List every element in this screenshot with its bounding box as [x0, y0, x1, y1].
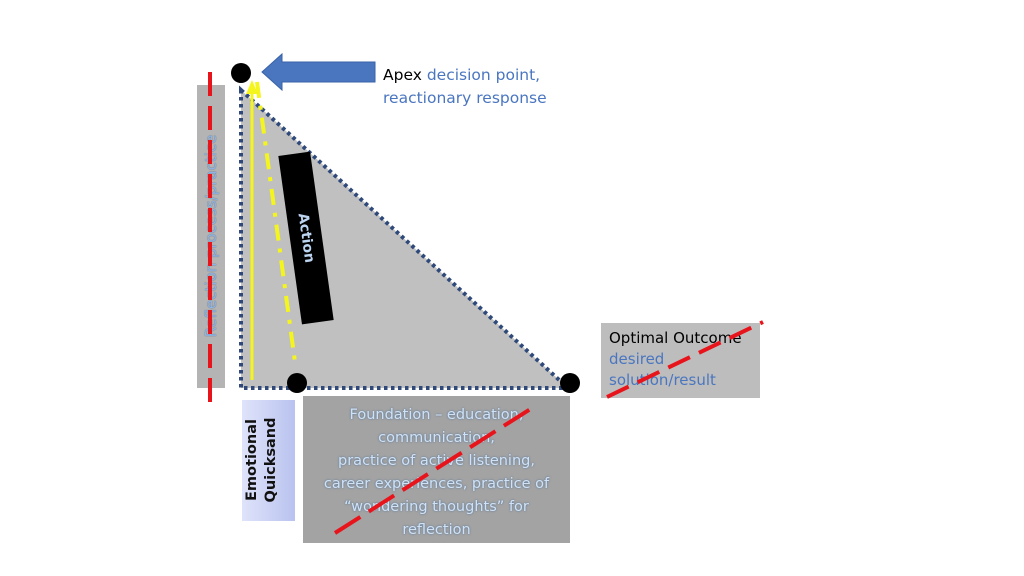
apex-description-line1: decision point,: [426, 66, 541, 84]
apex-title: Apex: [383, 66, 422, 84]
optimal-description-line2: solution/result: [609, 371, 716, 389]
apex-description-line2: reactionary response: [383, 89, 547, 107]
outcome-node-icon: [560, 373, 580, 393]
quicksand-node-icon: [287, 373, 307, 393]
foundation-line: reflection: [402, 522, 471, 538]
emotional-quicksand-label: Emotional Quicksand: [243, 400, 293, 520]
foundation-line: “wondering thoughts” for: [344, 499, 529, 515]
optimal-title: Optimal Outcome: [609, 329, 742, 347]
apex-node-icon: [231, 63, 251, 83]
yellow-arrowhead-icon: [246, 80, 258, 94]
apex-label: Apex decision point, reactionary respons…: [383, 64, 547, 110]
arrow-left-icon: [261, 52, 376, 92]
foundation-line: communication,: [378, 430, 495, 446]
optimal-outcome-box: Optimal Outcome desired solution/result: [601, 323, 760, 398]
emotional-line2: Quicksand: [263, 417, 279, 503]
emotional-line1: Emotional: [244, 419, 260, 501]
foundation-box: Foundation – education, communication, p…: [303, 396, 570, 543]
emotional-quicksand-box: [242, 400, 295, 521]
yellow-dash-dot-line: [255, 81, 297, 363]
optimal-description-line1: desired: [609, 350, 665, 368]
foundation-line: Foundation – education,: [349, 407, 524, 423]
foundation-line: career experiences, practice of: [323, 476, 550, 492]
reflection-box: [197, 85, 225, 388]
foundation-line: practice of active listening,: [338, 453, 535, 469]
